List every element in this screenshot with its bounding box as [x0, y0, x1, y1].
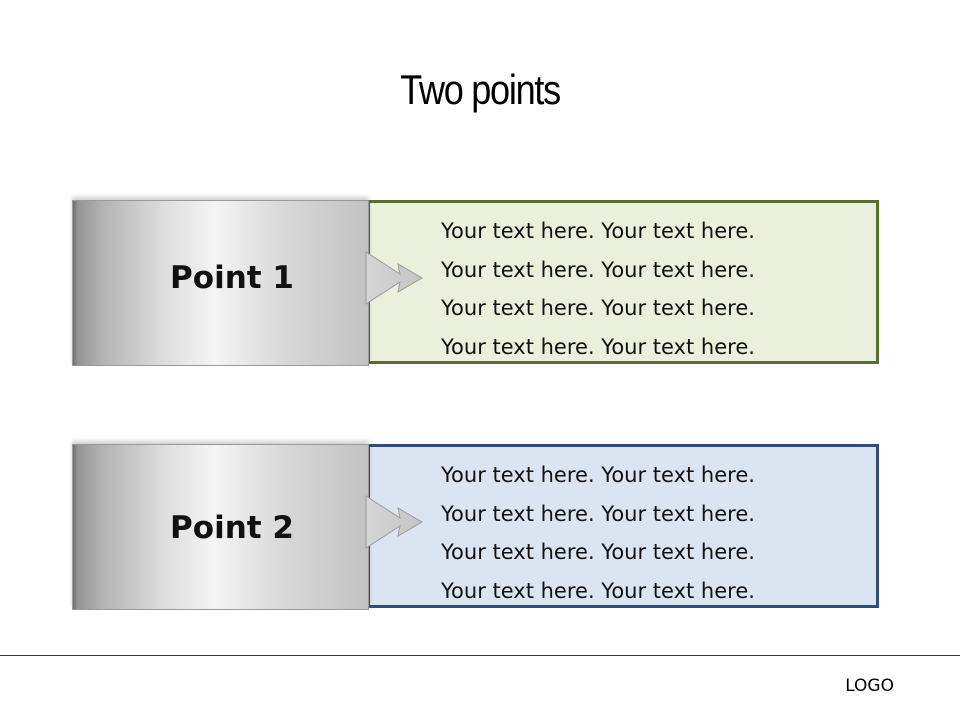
point-2-arrow-icon — [365, 495, 423, 549]
point-1-arrow-icon — [365, 251, 423, 305]
point-2-line: Your text here. Your text here. — [441, 501, 755, 526]
point-1-text-box — [367, 200, 879, 364]
point-1-line: Your text here. Your text here. — [441, 296, 755, 320]
point-row-1: Point 1 Your text here. Your text here. … — [0, 194, 960, 374]
slide-title: Two points — [400, 66, 561, 113]
point-1-line: Your text here. Your text here. — [441, 257, 755, 282]
point-2-line: Your text here. Your text here. — [441, 463, 755, 487]
point-2-line: Your text here. Your text here. — [441, 578, 755, 603]
point-2-tab — [72, 444, 369, 610]
point-2-text-box — [367, 444, 879, 608]
point-1-tab — [72, 200, 369, 366]
point-1-text: Your text here. Your text here. Your tex… — [441, 212, 871, 366]
point-row-2: Point 2 Your text here. Your text here. … — [0, 438, 960, 618]
footer-divider — [0, 655, 960, 656]
logo: LOGO — [845, 676, 894, 696]
point-2-text: Your text here. Your text here. Your tex… — [441, 456, 871, 610]
point-1-line: Your text here. Your text here. — [441, 334, 755, 359]
point-2-line: Your text here. Your text here. — [441, 540, 755, 564]
point-1-line: Your text here. Your text here. — [441, 219, 755, 243]
point-1-label: Point 1 — [170, 260, 294, 296]
point-2-label: Point 2 — [170, 510, 294, 546]
